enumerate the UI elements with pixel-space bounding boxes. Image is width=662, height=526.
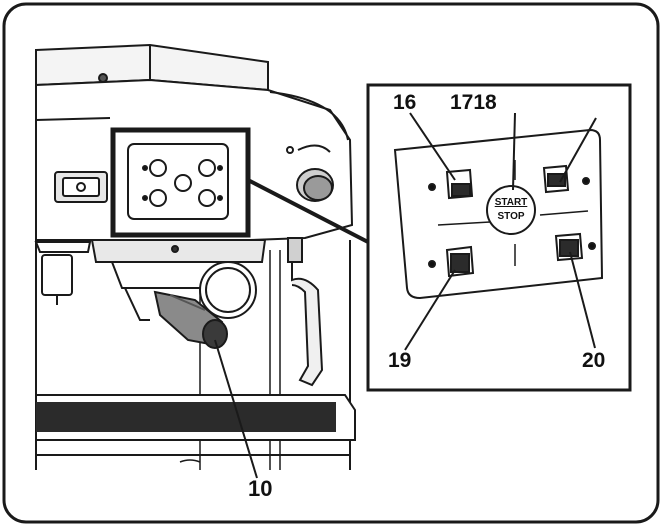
left-spout — [34, 241, 92, 305]
start-stop-button — [486, 185, 536, 235]
panel-button-center — [174, 174, 192, 192]
start-label: START — [494, 197, 528, 208]
zoom-connector — [247, 178, 369, 244]
callout-20: 20 — [582, 349, 606, 372]
switch-18 — [542, 164, 570, 194]
steam-wand — [287, 237, 324, 387]
callout-10: 10 — [248, 476, 273, 501]
callout-16: 16 — [393, 91, 417, 114]
inset-panel — [393, 128, 604, 300]
panel-button-top-right — [198, 159, 216, 177]
drip-tray — [35, 394, 356, 463]
panel-button-top-left — [149, 159, 167, 177]
leader-lines — [214, 112, 597, 479]
panel-button-bottom-right — [198, 189, 216, 207]
callout-19: 19 — [388, 349, 412, 372]
machine-panel-buttons — [127, 143, 229, 220]
switch-19 — [445, 245, 475, 278]
switch-20 — [554, 232, 584, 262]
stop-label: STOP — [497, 211, 525, 222]
panel-button-bottom-left — [149, 189, 167, 207]
pressure-gauge — [199, 261, 257, 319]
panel-highlight-box — [110, 127, 251, 238]
callout-1718: 1718 — [450, 91, 497, 114]
